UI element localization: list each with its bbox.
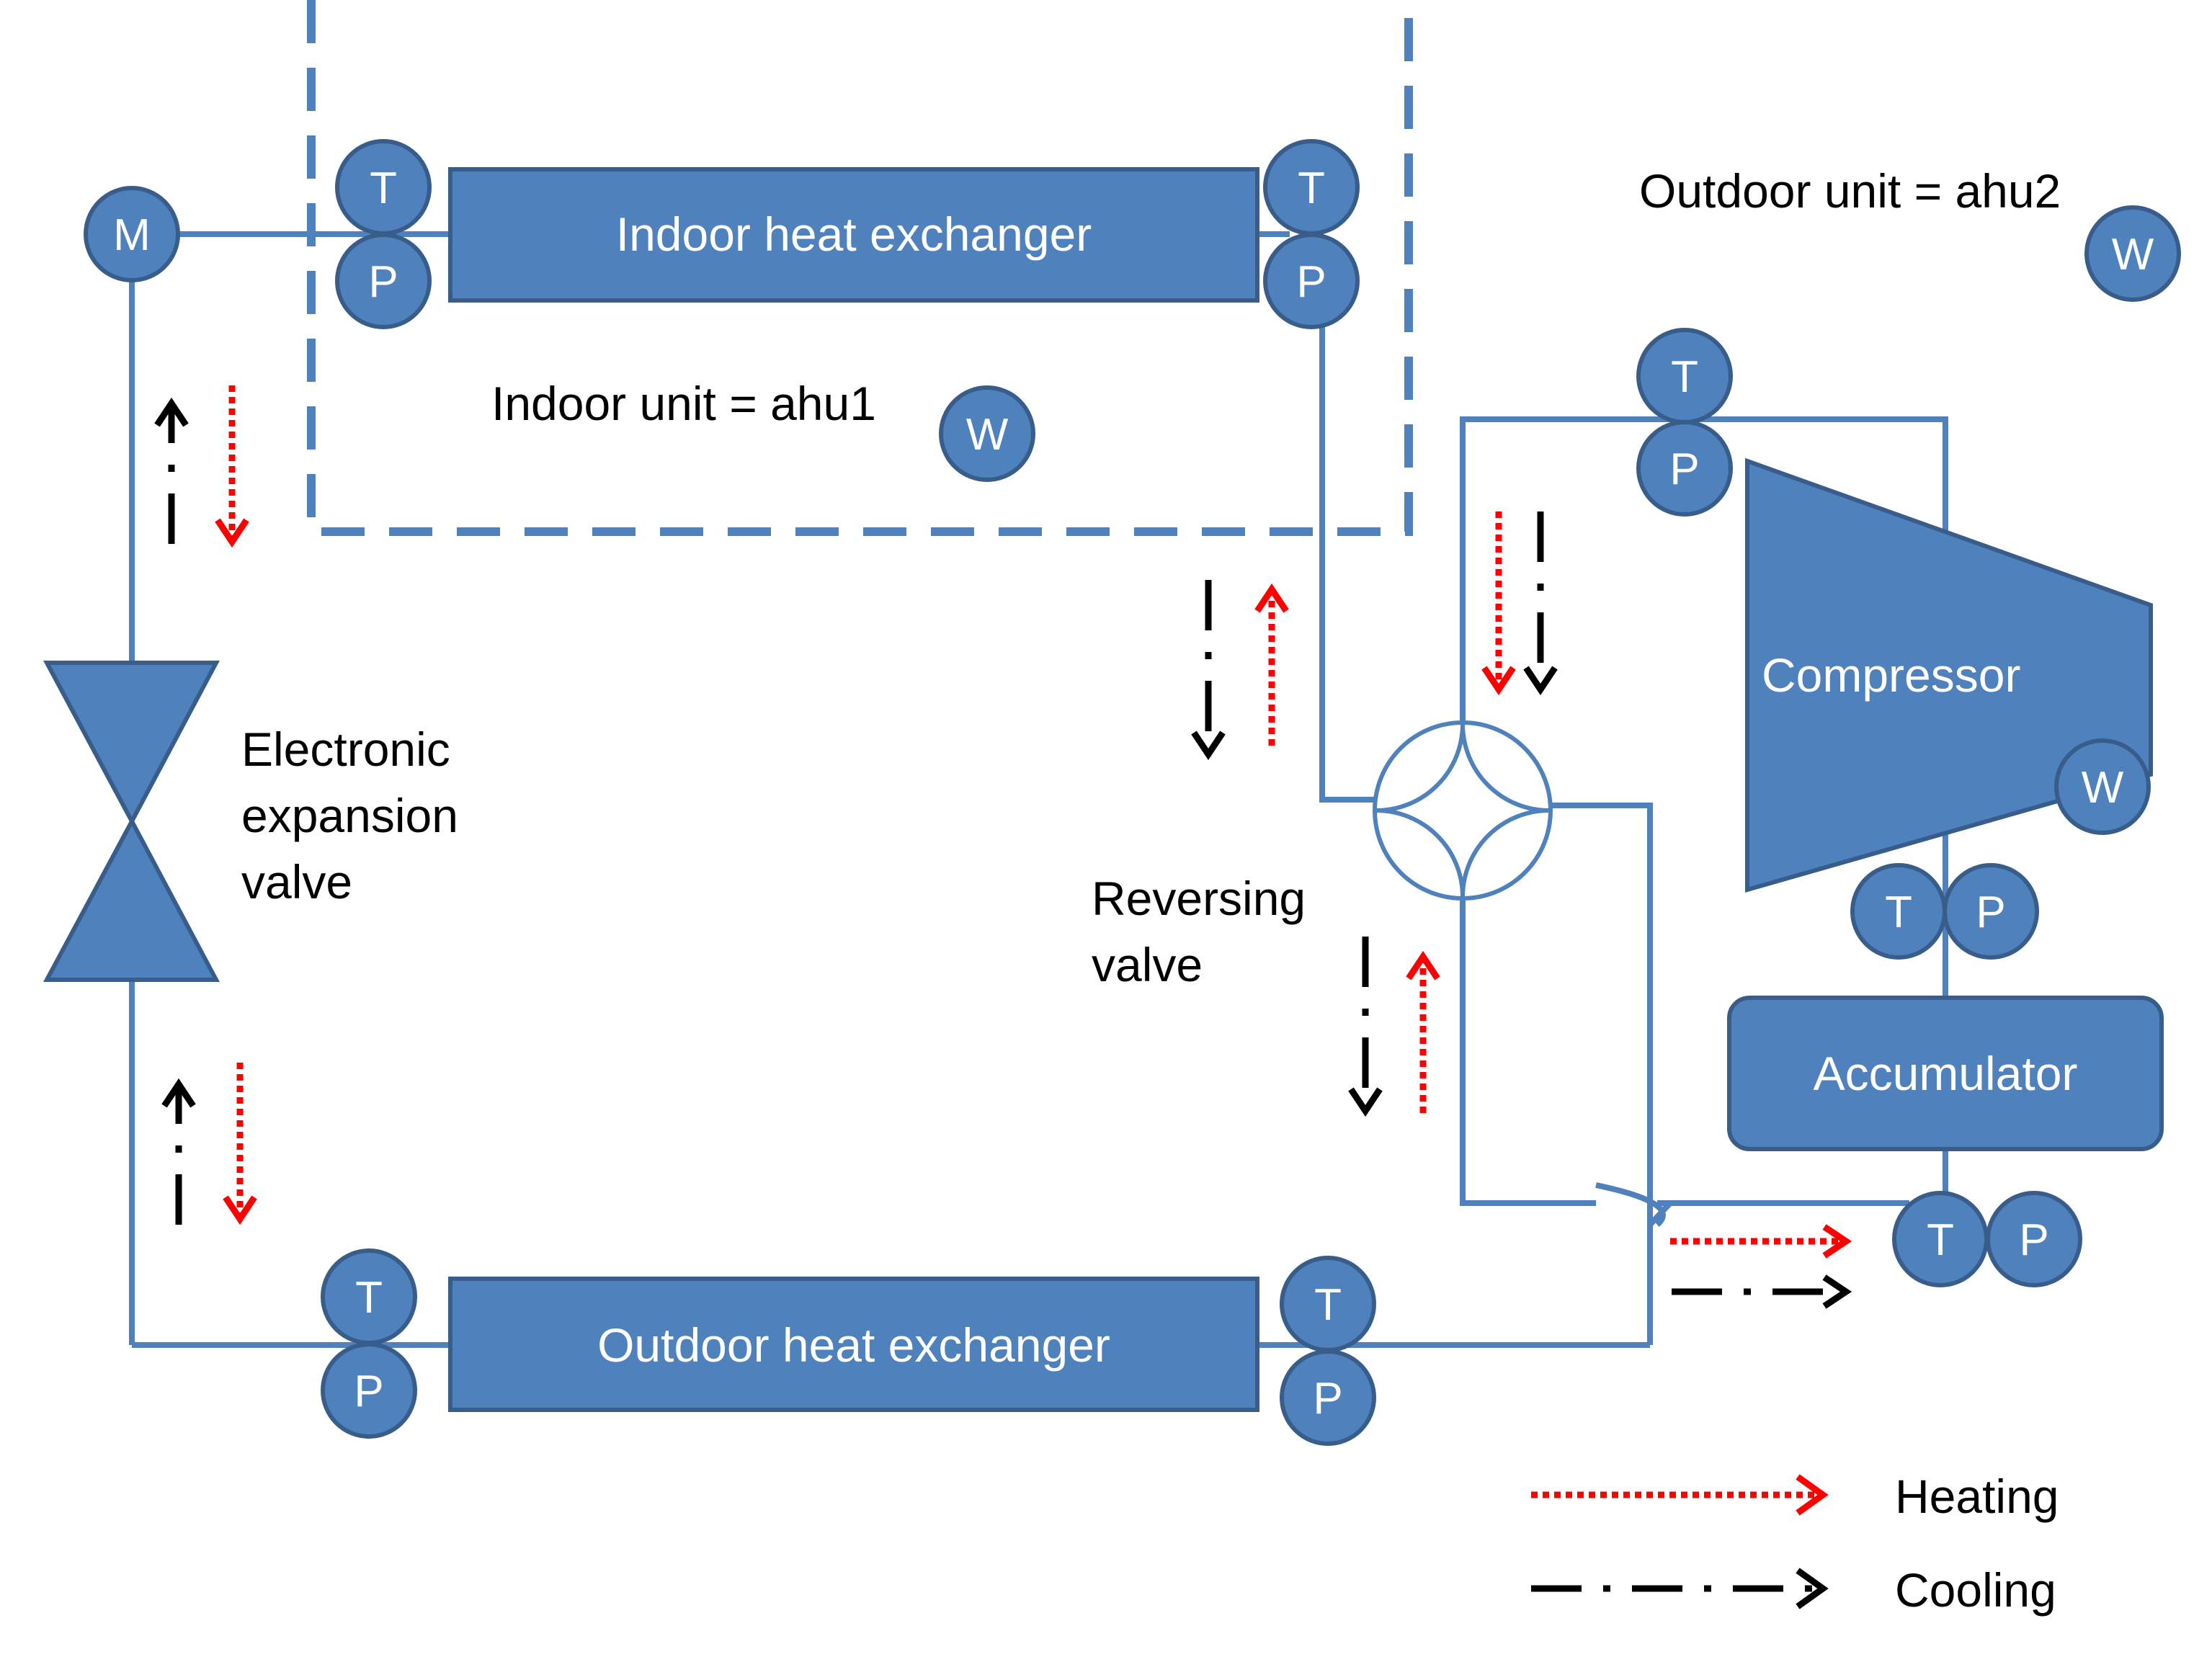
indoor-hx-label: Indoor heat exchanger	[616, 207, 1092, 261]
svg-text:W: W	[966, 410, 1009, 460]
expansion-valve-label: Electronic expansion valve	[241, 723, 458, 908]
outdoor-heat-exchanger: Outdoor heat exchanger	[448, 1277, 1259, 1412]
svg-text:P: P	[1976, 888, 2005, 937]
accumulator: Accumulator	[1727, 996, 2164, 1151]
svg-text:P: P	[1296, 257, 1326, 307]
pressure-sensor: P	[335, 233, 432, 329]
legend-heating: Heating	[1531, 1470, 2059, 1523]
svg-text:T: T	[1885, 888, 1912, 937]
indoor-heat-exchanger: Indoor heat exchanger	[448, 167, 1259, 303]
compressor-label: Compressor	[1762, 648, 2020, 702]
outdoor-unit-label: Outdoor unit = ahu2	[1639, 164, 2061, 218]
legend-heating-label: Heating	[1895, 1470, 2059, 1523]
svg-text:P: P	[354, 1367, 383, 1416]
temperature-sensor: T	[321, 1248, 417, 1345]
svg-text:P: P	[2019, 1215, 2048, 1265]
power-meter: W	[2084, 205, 2181, 302]
svg-text:P: P	[1669, 444, 1699, 494]
expansion-valve-icon	[43, 661, 220, 982]
power-meter: W	[939, 385, 1035, 482]
svg-text:P: P	[368, 257, 398, 307]
pressure-sensor: P	[1943, 863, 2039, 960]
svg-text:Electronic: Electronic	[241, 723, 450, 776]
svg-text:T: T	[1927, 1215, 1954, 1265]
temperature-sensor: T	[1280, 1256, 1376, 1352]
legend-cooling-label: Cooling	[1895, 1563, 2056, 1617]
svg-text:T: T	[1314, 1280, 1342, 1330]
heating-flow-arrows	[215, 385, 1852, 1259]
reversing-valve-icon	[1373, 720, 1553, 901]
svg-text:T: T	[1671, 352, 1698, 402]
legend: Heating Cooling	[1531, 1470, 2059, 1617]
svg-text:W: W	[2082, 763, 2124, 813]
mass-flow-sensor: M	[84, 186, 180, 282]
svg-text:M: M	[113, 210, 151, 260]
svg-text:T: T	[1298, 164, 1325, 213]
svg-text:expansion: expansion	[241, 789, 458, 842]
svg-text:T: T	[370, 164, 397, 213]
compressor: Compressor	[1745, 457, 2153, 893]
temperature-sensor: T	[1892, 1191, 1989, 1287]
cooling-flow-arrows	[154, 397, 1852, 1309]
svg-text:T: T	[355, 1273, 383, 1323]
pressure-sensor: P	[321, 1342, 417, 1439]
legend-cooling: Cooling	[1531, 1563, 2056, 1617]
svg-text:valve: valve	[1092, 938, 1203, 991]
reversing-valve-label: Reversing valve	[1092, 872, 1306, 991]
svg-text:Reversing: Reversing	[1092, 872, 1306, 925]
svg-text:valve: valve	[241, 855, 352, 908]
temperature-sensor: T	[1850, 863, 1947, 960]
pressure-sensor: P	[1280, 1349, 1376, 1446]
pressure-sensor: P	[1263, 233, 1360, 329]
svg-text:W: W	[2112, 230, 2154, 280]
accumulator-label: Accumulator	[1814, 1047, 2078, 1100]
temperature-sensor: T	[1636, 328, 1733, 424]
pressure-sensor: P	[1986, 1191, 2082, 1287]
svg-text:P: P	[1313, 1374, 1342, 1424]
temperature-sensor: T	[1263, 139, 1360, 236]
outdoor-hx-label: Outdoor heat exchanger	[597, 1318, 1110, 1372]
temperature-sensor: T	[335, 139, 432, 236]
power-meter: W	[2054, 738, 2151, 835]
pressure-sensor: P	[1636, 420, 1733, 517]
indoor-unit-label: Indoor unit = ahu1	[491, 377, 876, 430]
